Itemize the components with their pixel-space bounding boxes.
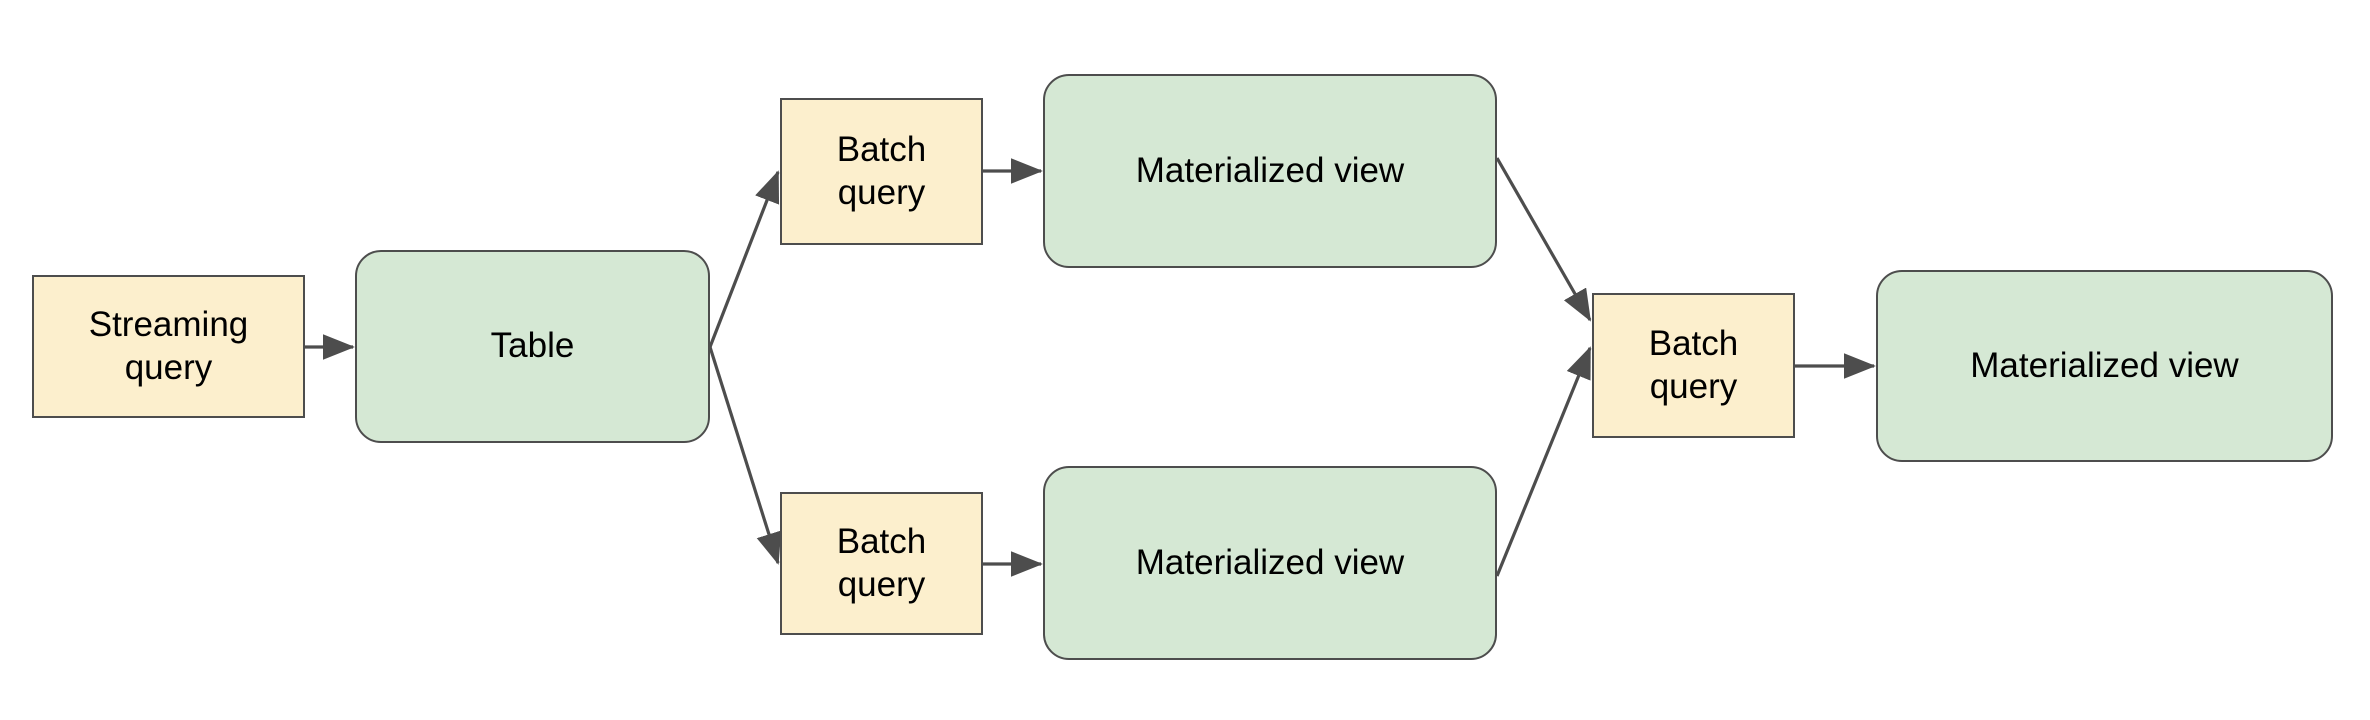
node-label-batch-query-merge: Batch query [1648, 323, 1739, 406]
node-materialized-view-top[interactable]: Materialized view [1043, 74, 1497, 268]
node-batch-query-top[interactable]: Batch query [780, 98, 983, 245]
node-materialized-view-bottom[interactable]: Materialized view [1043, 466, 1497, 660]
edge-table-to-batch-bottom [708, 346, 782, 565]
node-materialized-view-final[interactable]: Materialized view [1876, 270, 2333, 462]
node-label-table: Table [490, 326, 575, 366]
edge-mv-bottom-to-batch-merge [1495, 346, 1592, 577]
node-streaming-query[interactable]: Streaming query [32, 275, 305, 418]
node-batch-query-merge[interactable]: Batch query [1592, 293, 1795, 438]
node-label-batch-query-top: Batch query [836, 129, 927, 212]
node-batch-query-bottom[interactable]: Batch query [780, 492, 983, 635]
node-label-batch-query-bottom: Batch query [836, 521, 927, 604]
edge-table-to-batch-top [708, 170, 780, 348]
edge-mv-top-to-batch-merge [1495, 157, 1592, 322]
node-label-streaming-query: Streaming query [88, 304, 249, 387]
node-label-materialized-view-bottom: Materialized view [1135, 542, 1405, 582]
node-label-materialized-view-top: Materialized view [1135, 150, 1405, 190]
node-table[interactable]: Table [355, 250, 710, 443]
node-label-materialized-view-final: Materialized view [1970, 345, 2239, 385]
